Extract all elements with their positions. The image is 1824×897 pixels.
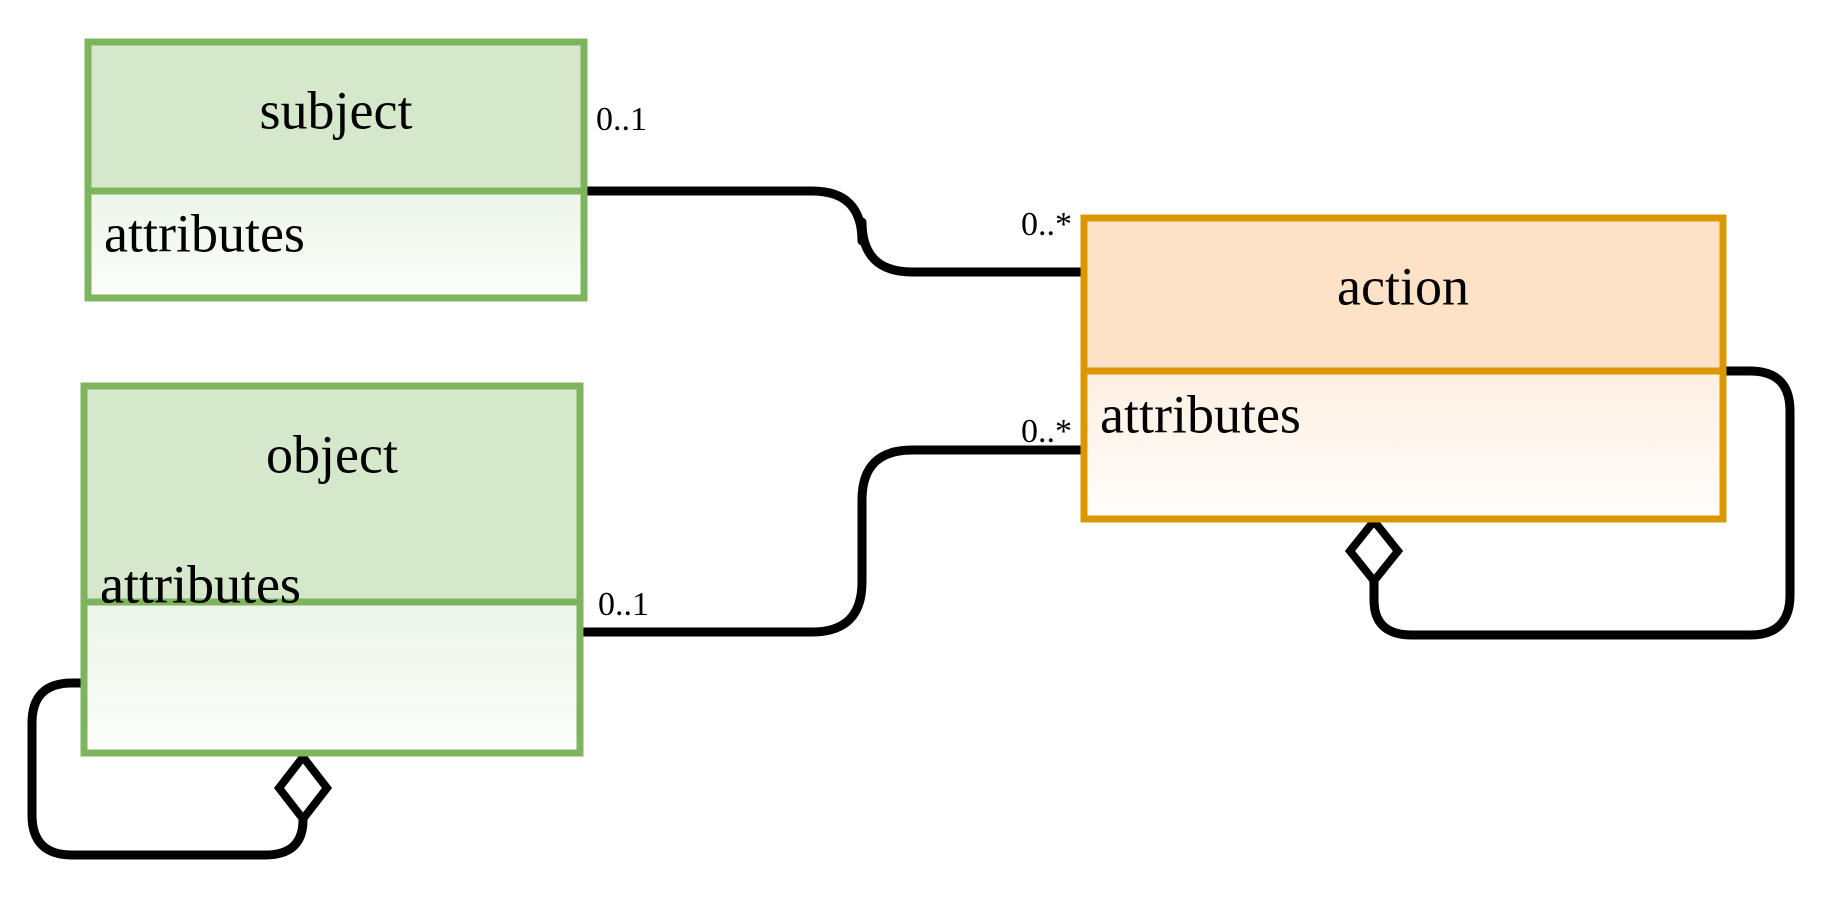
action-header-rect [1080,214,1727,375]
multiplicity-action-from-object: 0..* [1021,413,1072,450]
multiplicity-subject-source: 0..1 [596,101,647,138]
object-title: object [266,424,398,484]
object-attributes-label: attributes [100,554,301,614]
class-box-object[interactable]: object attributes [80,382,584,757]
subject-attributes-label: attributes [104,203,305,263]
multiplicity-action-from-subject: 0..* [1021,206,1072,243]
subject-header-rect [84,38,588,195]
edge-object-action [580,445,1084,637]
aggregation-diamond-object [273,750,333,826]
action-title: action [1337,256,1469,316]
edge-action-self-loop [1344,366,1795,640]
class-box-action[interactable]: action attributes [1080,214,1727,523]
action-attributes-label: attributes [1100,384,1301,444]
edge-subject-action [584,186,1084,277]
object-attributes-overlay: attributes [100,554,301,614]
subject-title: subject [260,80,413,140]
edge-action-self-loop-path [1369,366,1795,640]
edge-object-action-path [580,445,1084,637]
object-header-rect [80,382,584,606]
class-box-subject[interactable]: subject attributes [84,38,588,302]
object-attributes-label-overlay: attributes [100,554,301,614]
edge-subject-action-path [584,186,1084,277]
multiplicity-object-source: 0..1 [598,586,649,623]
edge-object-self-loop [27,678,333,860]
edge-object-self-loop-path [27,678,308,860]
aggregation-diamond-action [1344,514,1404,588]
